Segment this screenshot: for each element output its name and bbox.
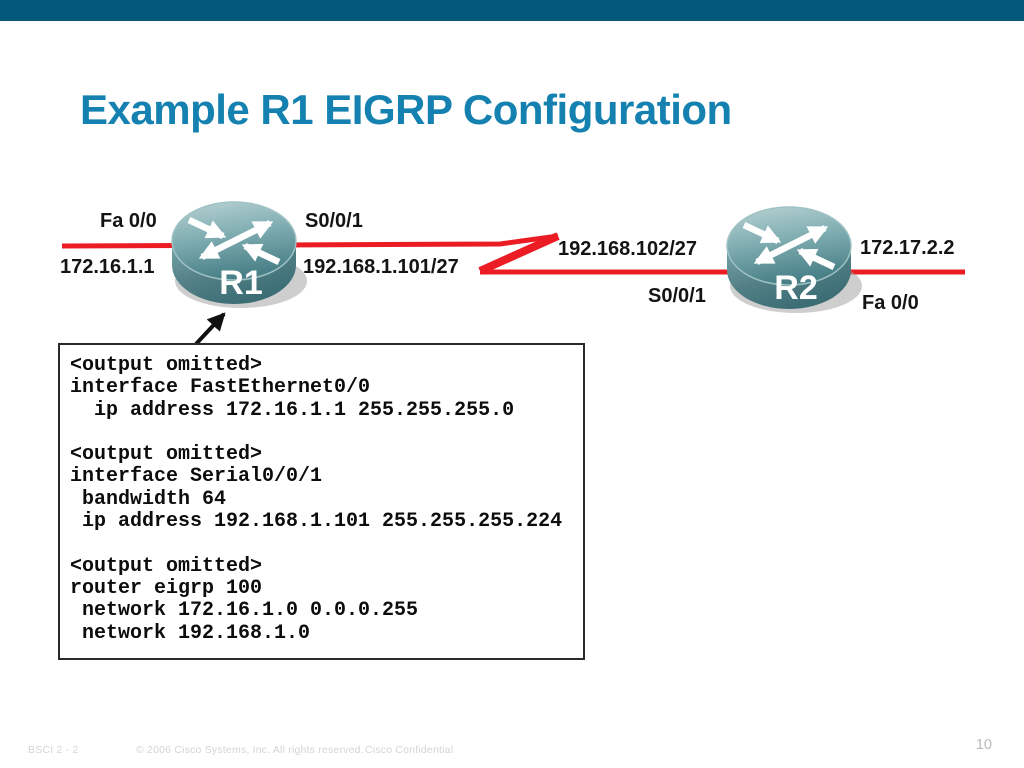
label-r2-serial-port: S0/0/1 (648, 285, 706, 307)
label-r2-fa-ip: 172.17.2.2 (860, 237, 955, 259)
label-r2-fa-port: Fa 0/0 (862, 292, 919, 314)
config-line: <output omitted> (70, 443, 263, 467)
slide-page-number: 10 (975, 737, 992, 753)
config-line: router eigrp 100 (70, 576, 263, 600)
footer-confidential: Cisco Confidential (365, 744, 454, 756)
footer-course-code: BSCI 2 - 2 (28, 744, 79, 756)
label-wan-subnet: 192.168.102/27 (558, 238, 698, 260)
config-pointer-arrow-icon (194, 312, 226, 346)
config-line: bandwidth 64 (70, 487, 227, 511)
wan-bolt-icon (478, 232, 560, 275)
router-r1-label: R1 (219, 264, 262, 302)
config-line: <output omitted> (70, 554, 263, 578)
config-line: interface FastEthernet0/0 (70, 376, 371, 400)
config-output-box: <output omitted> interface FastEthernet0… (58, 343, 585, 660)
router-r1-icon: R1 (172, 202, 307, 308)
label-r1-fa-ip: 172.16.1.1 (60, 256, 155, 278)
config-line (70, 533, 583, 555)
slide-title: Example R1 EIGRP Configuration (80, 86, 732, 133)
footer-copyright: © 2006 Cisco Systems, Inc. All rights re… (136, 744, 364, 756)
config-line: network 172.16.1.0 0.0.0.255 (70, 599, 419, 623)
label-r1-serial-port: S0/0/1 (305, 210, 363, 232)
router-r2-icon: R2 (727, 207, 862, 313)
config-line: ip address 192.168.1.101 255.255.255.224 (70, 510, 563, 534)
slide-top-bar (0, 0, 1024, 21)
label-r1-serial-ip: 192.168.1.101/27 (303, 256, 459, 278)
config-line: ip address 172.16.1.1 255.255.255.0 (70, 398, 515, 422)
label-r1-fa-port: Fa 0/0 (100, 210, 157, 232)
config-line: <output omitted> (70, 354, 263, 377)
router-r2-label: R2 (774, 269, 817, 307)
config-line: network 192.168.1.0 (70, 621, 311, 645)
ethernet-link-r1-line (61, 233, 559, 249)
config-line: interface Serial0/0/1 (70, 465, 323, 489)
config-line (70, 422, 583, 444)
